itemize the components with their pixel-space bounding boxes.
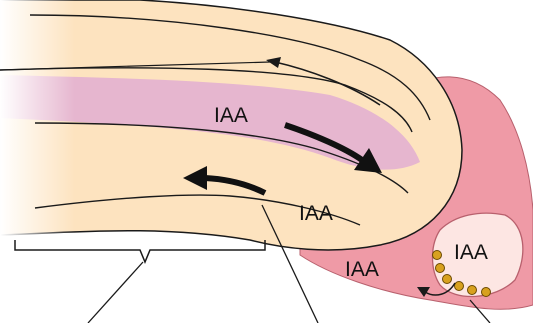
statolith: [443, 275, 452, 284]
label-iaa-columella: IAA: [454, 241, 488, 264]
label-iaa-vascular: IAA: [214, 104, 248, 127]
statolith: [436, 264, 445, 273]
statolith: [433, 251, 442, 260]
fade-overlay: [0, 0, 75, 250]
statolith: [482, 288, 491, 297]
statolith: [468, 286, 477, 295]
label-iaa-lateral: IAA: [299, 202, 333, 225]
leader-line: [88, 262, 143, 323]
label-iaa-cap: IAA: [345, 258, 379, 281]
statolith: [455, 282, 464, 291]
